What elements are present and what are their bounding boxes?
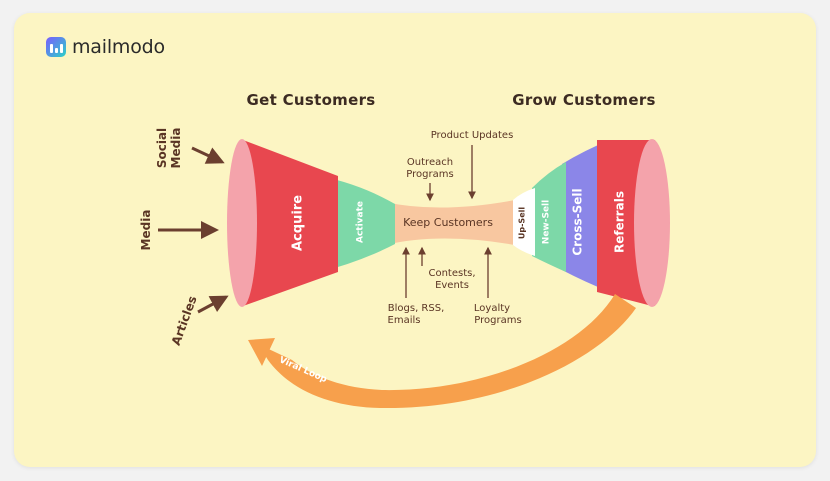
loyalty-label-line2: Programs [474, 315, 521, 326]
keep-customers-band [385, 200, 515, 245]
activate-label: Activate [356, 201, 366, 243]
source-social-word: Social [155, 128, 169, 168]
brand-name: mailmodo [72, 36, 165, 58]
grow-funnel-mouth [634, 139, 670, 307]
loyalty-label-line1: Loyalty [474, 303, 510, 314]
arrow-social [191, 146, 225, 164]
blogs-label-line2: Emails [388, 315, 421, 326]
source-social-text: SocialMedia [155, 128, 183, 169]
mailmodo-logo-icon [46, 37, 66, 57]
viral-loop-arrow [258, 294, 636, 409]
new-sell-segment [532, 162, 566, 272]
keep-customers-label: Keep Customers [403, 216, 493, 229]
cross-sell-label: Cross-Sell [571, 188, 585, 255]
referrals-label: Referrals [613, 191, 627, 253]
outreach-label-line2: Programs [406, 169, 453, 180]
acquire-label: Acquire [291, 195, 306, 251]
arrow-articles [197, 295, 229, 314]
activate-segment [320, 176, 395, 272]
heading-grow-customers: Grow Customers [512, 91, 656, 109]
up-sell-segment [513, 188, 535, 256]
up-sell-label: Up-Sell [518, 207, 527, 239]
contests-label-line2: Events [435, 280, 469, 291]
blogs-label-line1: Blogs, RSS, [388, 303, 445, 314]
heading-get-customers: Get Customers [247, 91, 376, 109]
contests-label-line1: Contests, [428, 268, 475, 279]
mailmodo-logo: mailmodo [46, 36, 165, 58]
source-articles-label: Articles [169, 294, 200, 347]
acquire-funnel-mouth [227, 139, 257, 307]
product-updates-label: Product Updates [431, 130, 514, 141]
outreach-label-line1: Outreach [407, 157, 453, 168]
source-media-label: Media [139, 210, 153, 251]
source-social-word: Media [169, 128, 183, 169]
viral-loop-arrowhead [248, 338, 275, 366]
acquire-segment [243, 140, 338, 306]
new-sell-label: New-Sell [542, 200, 552, 244]
